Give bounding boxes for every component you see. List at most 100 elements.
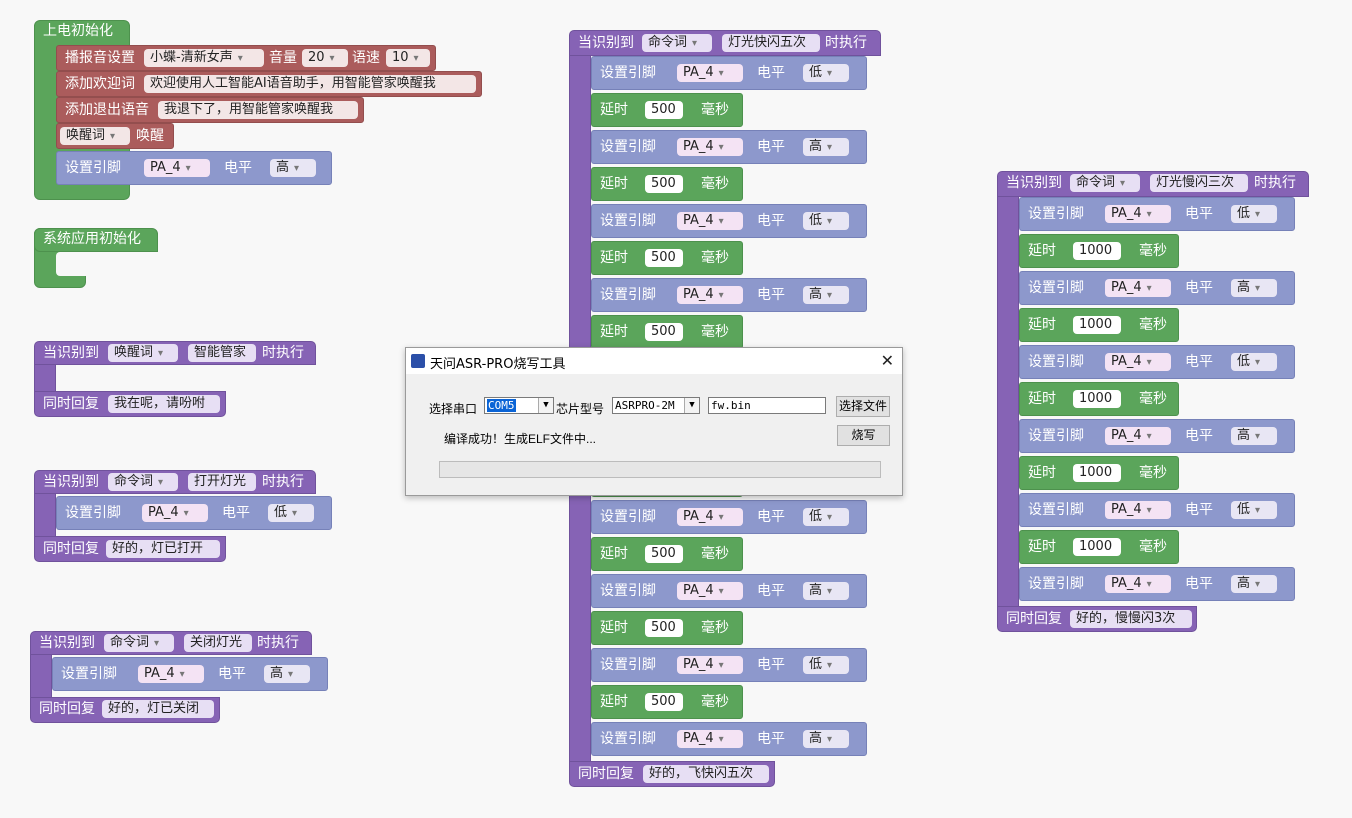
delay-label: 延时: [1028, 539, 1056, 555]
delay-value-field[interactable]: 1000: [1073, 390, 1121, 408]
delay-value-field[interactable]: 500: [645, 175, 683, 193]
pin-dropdown[interactable]: PA_4: [1105, 205, 1171, 223]
level-dropdown[interactable]: 高: [803, 286, 849, 304]
level-label: 电平: [1185, 206, 1213, 222]
app-icon: [411, 354, 425, 368]
ms-label: 毫秒: [1139, 391, 1167, 407]
welcome-text-field[interactable]: 欢迎使用人工智能AI语音助手，用智能管家唤醒我: [144, 75, 476, 93]
level-dropdown[interactable]: 低: [1231, 501, 1277, 519]
level-dropdown[interactable]: 高: [1231, 427, 1277, 445]
exec-label: 时执行: [257, 635, 299, 651]
level-dropdown[interactable]: 低: [268, 504, 314, 522]
level-dropdown[interactable]: 低: [803, 64, 849, 82]
pin-dropdown[interactable]: PA_4: [677, 286, 743, 304]
dialog-title-bar: 天问ASR-PRO烧写工具 ✕: [406, 348, 902, 374]
pin-dropdown[interactable]: PA_4: [1105, 279, 1171, 297]
chip-label: 芯片型号: [556, 402, 605, 416]
pin-dropdown[interactable]: PA_4: [677, 508, 743, 526]
reply-text-field[interactable]: 我在呢，请吩咐: [108, 395, 220, 413]
level-dropdown[interactable]: 高: [264, 665, 310, 683]
delay-value-field[interactable]: 1000: [1073, 538, 1121, 556]
delay-value-field[interactable]: 500: [645, 323, 683, 341]
exit-text-field[interactable]: 我退下了，用智能管家唤醒我: [158, 101, 358, 119]
delay-label: 延时: [1028, 465, 1056, 481]
level-label: 电平: [224, 160, 252, 176]
file-path-value: fw.bin: [711, 399, 751, 412]
pin-dropdown[interactable]: PA_4: [1105, 427, 1171, 445]
set-pin-label: 设置引脚: [1028, 354, 1084, 370]
reply-text-field[interactable]: 好的，灯已关闭: [102, 700, 214, 718]
burn-button[interactable]: 烧写: [837, 425, 890, 446]
pin-dropdown[interactable]: PA_4: [138, 665, 204, 683]
delay-value-field[interactable]: 500: [645, 693, 683, 711]
level-dropdown[interactable]: 高: [1231, 279, 1277, 297]
level-dropdown[interactable]: 高: [803, 730, 849, 748]
event-type-dropdown[interactable]: 命令词: [104, 634, 174, 652]
level-label: 电平: [1185, 502, 1213, 518]
delay-value-field[interactable]: 500: [645, 249, 683, 267]
level-dropdown[interactable]: 低: [803, 508, 849, 526]
ms-label: 毫秒: [701, 176, 729, 192]
delay-value-field[interactable]: 1000: [1073, 464, 1121, 482]
level-label: 电平: [1185, 354, 1213, 370]
file-path-input[interactable]: fw.bin: [708, 397, 826, 414]
exec-label: 时执行: [262, 474, 304, 490]
ms-label: 毫秒: [1139, 243, 1167, 259]
chip-select[interactable]: ASRPRO-2M ▼: [612, 397, 700, 414]
level-dropdown[interactable]: 低: [803, 656, 849, 674]
wake-word-dropdown[interactable]: 唤醒词: [60, 127, 130, 145]
reply-text-field[interactable]: 好的，灯已打开: [106, 540, 220, 558]
level-label: 电平: [757, 657, 785, 673]
delay-value-field[interactable]: 1000: [1073, 316, 1121, 334]
close-icon[interactable]: ✕: [880, 351, 894, 370]
speed-label: 语速: [352, 50, 380, 66]
level-dropdown[interactable]: 低: [1231, 205, 1277, 223]
port-label: 选择串口: [429, 402, 478, 416]
pin-dropdown[interactable]: PA_4: [677, 730, 743, 748]
level-dropdown[interactable]: 高: [803, 138, 849, 156]
pin-dropdown[interactable]: PA_4: [677, 656, 743, 674]
tts-voice-dropdown[interactable]: 小蝶-清新女声: [144, 49, 264, 67]
reply-label: 同时回复: [1006, 611, 1062, 627]
command-word-field[interactable]: 关闭灯光: [184, 634, 252, 652]
pin-dropdown[interactable]: PA_4: [677, 64, 743, 82]
pin-dropdown[interactable]: PA_4: [142, 504, 208, 522]
command-word-field[interactable]: 灯光慢闪三次: [1150, 174, 1248, 192]
pin-dropdown[interactable]: PA_4: [1105, 501, 1171, 519]
level-label: 电平: [222, 505, 250, 521]
pin-dropdown[interactable]: PA_4: [677, 138, 743, 156]
pin-dropdown[interactable]: PA_4: [677, 582, 743, 600]
level-dropdown[interactable]: 高: [270, 159, 316, 177]
level-dropdown[interactable]: 低: [803, 212, 849, 230]
speed-dropdown[interactable]: 10: [386, 49, 430, 67]
command-word-field[interactable]: 灯光快闪五次: [722, 34, 820, 52]
level-dropdown[interactable]: 高: [803, 582, 849, 600]
event-type-dropdown[interactable]: 命令词: [642, 34, 712, 52]
event-type-dropdown[interactable]: 命令词: [108, 473, 178, 491]
pin-dropdown[interactable]: PA_4: [1105, 575, 1171, 593]
ms-label: 毫秒: [1139, 539, 1167, 555]
delay-value-field[interactable]: 500: [645, 101, 683, 119]
pin-dropdown[interactable]: PA_4: [677, 212, 743, 230]
event-type-dropdown[interactable]: 命令词: [1070, 174, 1140, 192]
set-pin-label: 设置引脚: [600, 583, 656, 599]
choose-file-button[interactable]: 选择文件: [836, 396, 890, 417]
pin-dropdown[interactable]: PA_4: [144, 159, 210, 177]
level-dropdown[interactable]: 高: [1231, 575, 1277, 593]
pin-dropdown[interactable]: PA_4: [1105, 353, 1171, 371]
event-type-dropdown[interactable]: 唤醒词: [108, 344, 178, 362]
level-label: 电平: [1185, 428, 1213, 444]
command-word-field[interactable]: 打开灯光: [188, 473, 256, 491]
port-select[interactable]: COM5 ▼: [484, 397, 554, 414]
delay-label: 延时: [600, 102, 628, 118]
set-pin-label: 设置引脚: [65, 160, 121, 176]
reply-text-field[interactable]: 好的，慢慢闪3次: [1070, 610, 1192, 628]
delay-block[interactable]: [1019, 530, 1179, 564]
wake-word-field[interactable]: 智能管家: [188, 344, 256, 362]
delay-value-field[interactable]: 1000: [1073, 242, 1121, 260]
delay-value-field[interactable]: 500: [645, 545, 683, 563]
volume-dropdown[interactable]: 20: [302, 49, 348, 67]
reply-text-field[interactable]: 好的，飞快闪五次: [643, 765, 769, 783]
level-dropdown[interactable]: 低: [1231, 353, 1277, 371]
delay-value-field[interactable]: 500: [645, 619, 683, 637]
